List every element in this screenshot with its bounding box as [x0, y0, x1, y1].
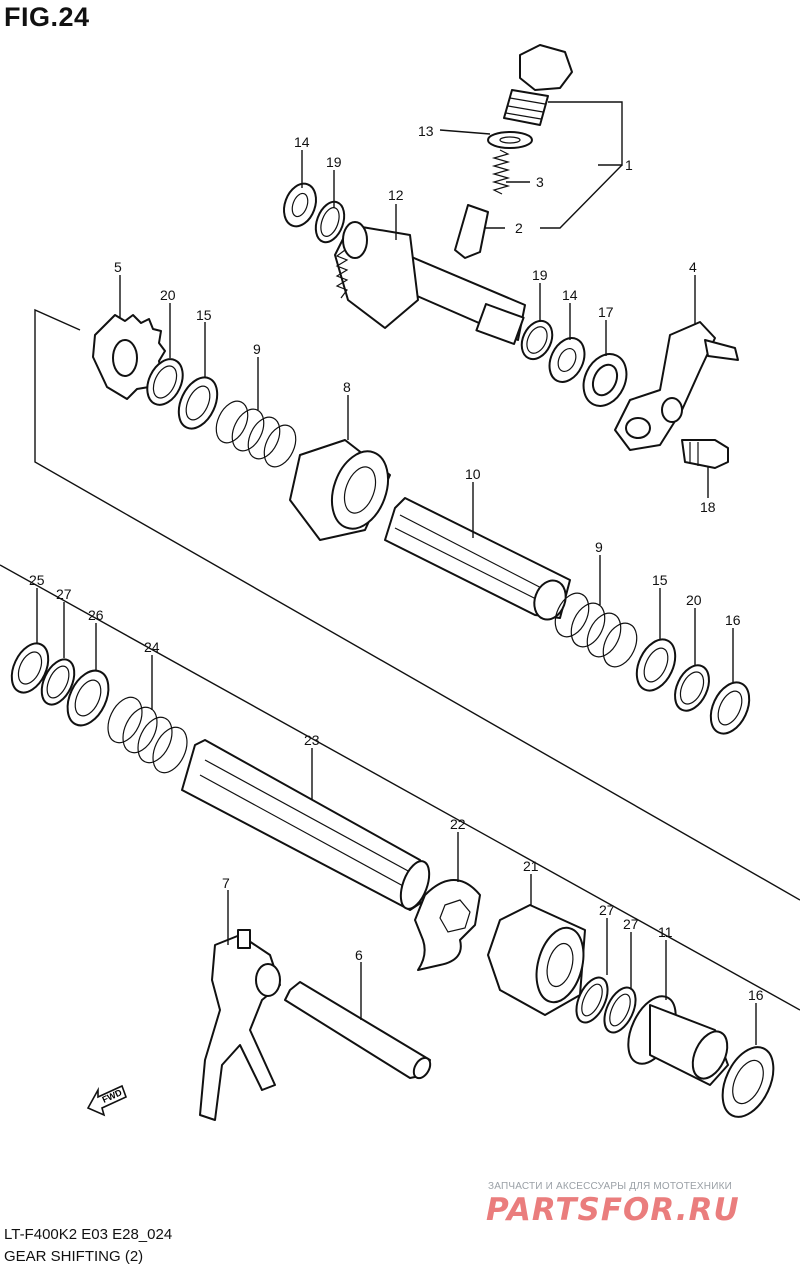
- part-pin-2[interactable]: [454, 204, 489, 259]
- callout-labels: 1 2 3 4 5 6 7 8 9 9 10 11 12 13 14 14 15…: [29, 123, 764, 1003]
- callout-20-upper: 20: [160, 287, 176, 303]
- part-collar-21[interactable]: [487, 904, 591, 1016]
- callout-16-upper: 16: [725, 612, 741, 628]
- callout-1: 1: [625, 157, 633, 173]
- callout-14-upper: 14: [294, 134, 310, 150]
- part-shift-fork-7[interactable]: [199, 929, 281, 1121]
- part-bearing-17[interactable]: [575, 347, 634, 413]
- part-splined-shaft-10[interactable]: [384, 497, 571, 624]
- callout-19-upper: 19: [326, 154, 342, 170]
- callout-9-lower: 9: [595, 539, 603, 555]
- part-collar-8[interactable]: [289, 439, 398, 541]
- callout-13: 13: [418, 123, 434, 139]
- part-spring-24[interactable]: [101, 692, 193, 778]
- callout-19-lower: 19: [532, 267, 548, 283]
- callout-25: 25: [29, 572, 45, 588]
- part-circlip-20-lower[interactable]: [668, 660, 715, 716]
- callout-11: 11: [658, 924, 673, 940]
- part-bushing-11[interactable]: [619, 989, 735, 1086]
- callout-2: 2: [515, 220, 523, 236]
- part-bolt-1[interactable]: [503, 44, 573, 126]
- figure-caption: GEAR SHIFTING (2): [4, 1248, 144, 1265]
- callout-23: 23: [304, 732, 320, 748]
- callout-27-right-b: 27: [623, 916, 639, 932]
- callout-6: 6: [355, 947, 363, 963]
- part-bolt-18[interactable]: [681, 439, 729, 469]
- part-shaft-gear-12[interactable]: [334, 221, 526, 345]
- fwd-arrow-icon: FWD: [86, 1084, 128, 1117]
- part-circlip-19-lower[interactable]: [516, 316, 558, 364]
- callout-15-upper: 15: [196, 307, 212, 323]
- callout-3: 3: [536, 174, 544, 190]
- callout-7: 7: [222, 875, 230, 891]
- callout-4: 4: [689, 259, 697, 275]
- callout-16-lower: 16: [748, 987, 764, 1003]
- part-spring-9-lower[interactable]: [549, 588, 644, 672]
- part-spring-3[interactable]: [491, 149, 511, 195]
- callout-17: 17: [598, 304, 614, 320]
- watermark-tagline: ЗАПЧАСТИ И АКСЕССУАРЫ ДЛЯ МОТОТЕХНИКИ: [488, 1181, 733, 1192]
- part-splined-shaft-23[interactable]: [181, 739, 435, 913]
- callout-9-upper: 9: [253, 341, 261, 357]
- part-washer-13[interactable]: [487, 131, 533, 149]
- callout-27-left: 27: [56, 586, 72, 602]
- part-circlip-19-upper[interactable]: [311, 198, 350, 246]
- callout-15-lower: 15: [652, 572, 668, 588]
- callout-12: 12: [388, 187, 404, 203]
- part-washer-14-lower[interactable]: [543, 332, 591, 387]
- part-circlip-27-left[interactable]: [35, 654, 81, 709]
- part-washer-16-upper[interactable]: [703, 676, 757, 739]
- part-washer-16-lower[interactable]: [712, 1039, 783, 1125]
- part-gear-5[interactable]: [92, 314, 166, 400]
- part-shift-arm-4[interactable]: [614, 321, 739, 451]
- callout-24: 24: [144, 639, 160, 655]
- assembly-frame: [0, 308, 800, 1011]
- callout-18: 18: [700, 499, 716, 515]
- part-washer-15-upper[interactable]: [171, 371, 225, 434]
- callout-20-lower: 20: [686, 592, 702, 608]
- part-washer-26[interactable]: [59, 664, 116, 732]
- part-circlip-27-right-b[interactable]: [598, 983, 642, 1037]
- callout-8: 8: [343, 379, 351, 395]
- part-washer-15-lower[interactable]: [629, 633, 683, 696]
- model-code: LT-F400K2 E03 E28_024: [4, 1226, 173, 1243]
- callout-10: 10: [465, 466, 481, 482]
- callout-26: 26: [88, 607, 104, 623]
- part-washer-14-upper[interactable]: [278, 179, 321, 231]
- figure-title: FIG.24: [4, 2, 90, 32]
- watermark-brand: PARTSFOR.RU: [486, 1192, 740, 1228]
- part-washer-25[interactable]: [5, 638, 56, 699]
- part-plate-22[interactable]: [414, 879, 481, 971]
- part-rod-6[interactable]: [284, 981, 434, 1081]
- callout-14-lower: 14: [562, 287, 578, 303]
- part-circlip-20-upper[interactable]: [140, 353, 189, 410]
- callout-5: 5: [114, 259, 122, 275]
- leader-lines: [36, 101, 757, 1045]
- callout-21: 21: [523, 858, 539, 874]
- callout-22: 22: [450, 816, 466, 832]
- callout-27-right-a: 27: [599, 902, 615, 918]
- part-spring-9-upper[interactable]: [210, 396, 302, 472]
- part-circlip-27-right-a[interactable]: [570, 973, 614, 1027]
